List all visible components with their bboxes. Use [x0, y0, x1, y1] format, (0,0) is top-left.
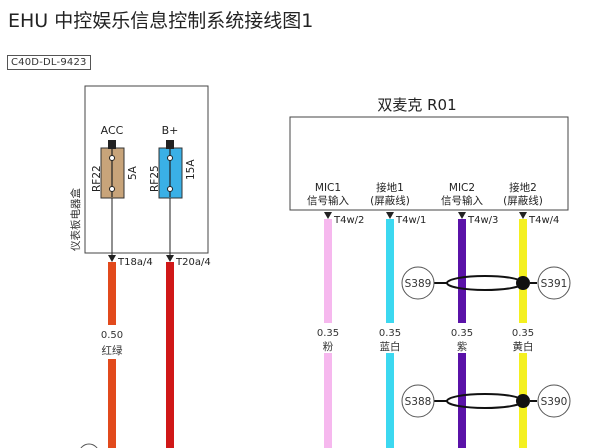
pin-t18a-4: T18a/4: [108, 255, 153, 268]
ground1-name: 接地1: [376, 181, 404, 194]
fuse-rf22-top-terminal: [108, 140, 116, 149]
fuse-box-label: 仪表板电器盒: [69, 188, 82, 251]
ground2-header: 接地2 (屏蔽线): [503, 181, 543, 207]
mic-title: 双麦克 R01: [377, 96, 456, 114]
fuse-rf22: ACC RF22 5A: [91, 124, 139, 199]
wire-yellow-white-size: 0.35: [512, 328, 534, 339]
wire-pink-size: 0.35: [317, 328, 339, 339]
splice-dot-lower: [516, 394, 530, 408]
fuse-box-outline: [84, 85, 209, 254]
ground1-header: 接地1 (屏蔽线): [370, 181, 410, 207]
wire-yellow-white-label: 0.35 黄白: [507, 323, 539, 353]
mic2-header: MIC2 信号输入: [441, 182, 483, 207]
splice-dot-upper: [516, 276, 530, 290]
fuse-rf22-contact-top: [109, 155, 115, 161]
pin-t4w-2: T4w/2: [324, 212, 364, 226]
fuse-rf25-contact-top: [167, 155, 173, 161]
mic2-name: MIC2: [449, 182, 475, 194]
wire-purple-label: 0.35 紫: [448, 323, 476, 353]
pin-t20a-4: T20a/4: [166, 255, 211, 268]
pin-t4w-3-label: T4w/3: [467, 215, 498, 226]
document-code: C40D-DL-9423: [7, 55, 91, 70]
wire-red-green-color: 红绿: [102, 344, 123, 357]
fuse-rf22-supply: ACC: [101, 124, 124, 137]
mic1-desc: 信号输入: [307, 194, 349, 207]
fuse-rf22-id: RF22: [91, 165, 103, 192]
fuse-rf25-id: RF25: [149, 165, 161, 192]
ground2-desc: (屏蔽线): [503, 194, 543, 207]
pin-t4w-1-label: T4w/1: [395, 215, 426, 226]
pin-t4w-4: T4w/4: [519, 212, 559, 226]
wire-purple-color: 紫: [457, 341, 468, 353]
pin-t4w-1: T4w/1: [386, 212, 426, 226]
fuse-rf25: B+ RF25 15A: [149, 124, 197, 199]
wire-red: [166, 262, 174, 448]
splice-partial-circle: [80, 443, 98, 448]
splice-s390: [537, 384, 571, 418]
fuse-rf25-rating: 15A: [185, 159, 197, 180]
wire-blue-white-color: 蓝白: [380, 340, 401, 353]
pin-t4w-2-label: T4w/2: [333, 215, 364, 226]
fuse-rf22-contact-bottom: [109, 186, 115, 192]
pin-t20a-4-label: T20a/4: [175, 257, 211, 268]
pin-t4w-4-label: T4w/4: [528, 215, 559, 226]
pin-t4w-3: T4w/3: [458, 212, 498, 226]
diagram-title: EHU 中控娱乐信息控制系统接线图1: [8, 10, 314, 32]
mic2-desc: 信号输入: [441, 194, 483, 207]
pin-t18a-4-label: T18a/4: [117, 257, 153, 268]
fuse-rf25-contact-bottom: [167, 186, 173, 192]
shield-group-upper: S389 S391: [401, 266, 571, 300]
ground2-name: 接地2: [509, 181, 537, 194]
wire-pink-label: 0.35 粉: [314, 323, 342, 353]
wire-purple-size: 0.35: [451, 328, 473, 339]
wire-blue-white-size: 0.35: [379, 328, 401, 339]
splice-s391-label: S391: [541, 278, 568, 290]
shield-group-lower: S388 S390: [401, 384, 571, 418]
mic1-name: MIC1: [315, 182, 341, 194]
wire-pink-color: 粉: [323, 340, 334, 353]
fuse-rf25-supply: B+: [162, 124, 179, 137]
ground1-desc: (屏蔽线): [370, 194, 410, 207]
wire-red-green-size: 0.50: [101, 330, 123, 341]
mic-box-outline: [289, 116, 569, 211]
splice-s389: [401, 266, 435, 300]
splice-s388: [401, 384, 435, 418]
splice-s390-label: S390: [541, 396, 568, 408]
wire-blue-white-label: 0.35 蓝白: [374, 323, 406, 353]
mic1-header: MIC1 信号输入: [307, 182, 349, 207]
fuse-rf22-rating: 5A: [127, 165, 139, 180]
wire-yellow-white-color: 黄白: [513, 340, 534, 353]
splice-s391: [537, 266, 571, 300]
splice-s389-label: S389: [405, 278, 432, 290]
fuse-rf25-top-terminal: [166, 140, 174, 149]
splice-s388-label: S388: [405, 396, 432, 408]
